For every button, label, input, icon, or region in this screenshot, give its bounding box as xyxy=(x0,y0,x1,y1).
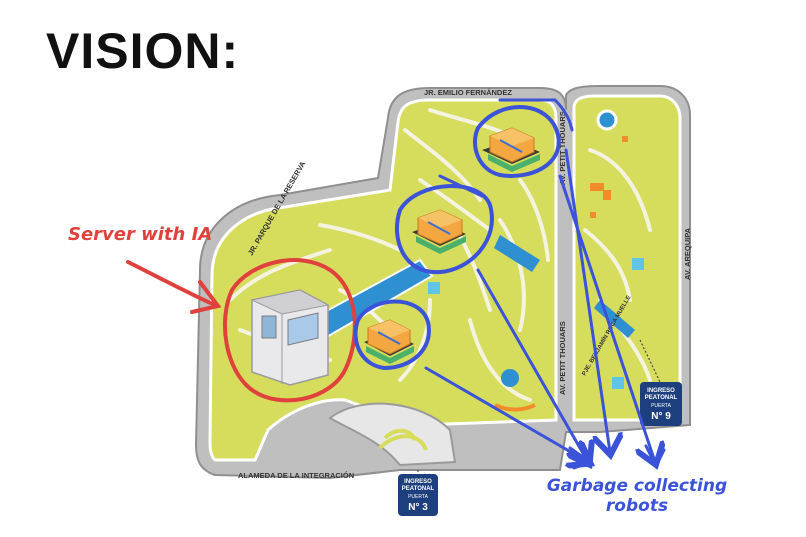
robot-icon-3 xyxy=(364,319,414,364)
robot-icon-1 xyxy=(482,127,540,172)
server-annotation xyxy=(126,258,357,403)
svg-text:INGRESO: INGRESO xyxy=(404,479,432,485)
server-label: Server with IA xyxy=(68,224,213,245)
robot-icon-2 xyxy=(412,209,466,254)
street-label-far-east: AV. AREQUIPA xyxy=(683,227,692,280)
slide-title: VISION: xyxy=(46,23,240,79)
robot-circles xyxy=(353,105,561,371)
street-label-east-upper: AV. PETIT THOUARS xyxy=(558,111,567,185)
svg-text:PEATONAL: PEATONAL xyxy=(645,395,678,401)
server-booth-icon xyxy=(250,289,330,386)
svg-text:N° 3: N° 3 xyxy=(408,502,428,513)
svg-text:PEATONAL: PEATONAL xyxy=(402,486,435,492)
svg-text:PUERTA: PUERTA xyxy=(408,494,428,500)
robot-arrows xyxy=(424,98,664,468)
robots-label: Garbage collecting robots xyxy=(528,476,746,516)
svg-text:INGRESO: INGRESO xyxy=(647,388,675,394)
street-label-bottom: ALAMEDA DE LA INTEGRACIÓN xyxy=(238,471,354,480)
orange-accents xyxy=(494,136,628,412)
entrance-sign-9: INGRESO PEATONAL PUERTA N° 9 xyxy=(639,339,682,426)
robots-label-line1: Garbage collecting xyxy=(546,476,728,496)
park-area xyxy=(208,94,682,462)
water-channel xyxy=(308,109,644,389)
entrance-sign-3: INGRESO PEATONAL PUERTA N° 3 xyxy=(398,470,438,516)
street-label-east-lower: AV. PETIT THOUARS xyxy=(558,321,567,395)
svg-text:N° 9: N° 9 xyxy=(651,411,671,422)
svg-text:PUERTA: PUERTA xyxy=(651,403,671,409)
street-label-top: JR. EMILIO FERNÁNDEZ xyxy=(424,88,512,97)
robots-label-line2: robots xyxy=(605,496,669,516)
fountain-area xyxy=(328,402,457,467)
